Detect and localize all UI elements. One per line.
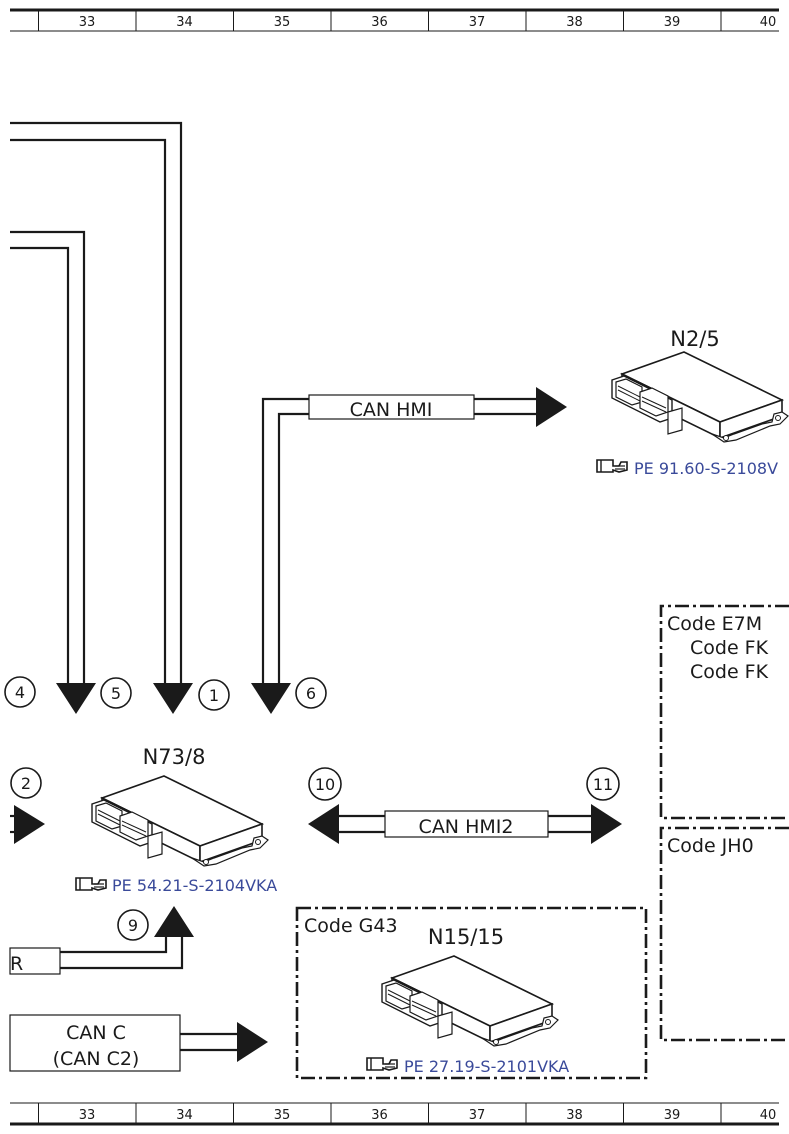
n15-15-module-icon [381, 955, 559, 1047]
marker-4: 4 [4, 676, 36, 708]
arrow-right-2 [14, 805, 45, 844]
ruler-top-33: 33 [79, 15, 96, 30]
can-hmi2-box [384, 810, 549, 838]
r-box [9, 947, 61, 975]
svg-text:5: 5 [111, 684, 121, 703]
n2-5-ref-hand-icon [596, 459, 628, 473]
can-c-wire [180, 1032, 240, 1052]
can-hmi-wire [261, 397, 538, 686]
n15-15-reference[interactable]: PE 27.19-S-2101VKA [404, 1057, 569, 1076]
bottom-ruler: 33 34 35 36 37 38 39 40 [10, 1102, 779, 1126]
r-wire [60, 934, 184, 970]
marker-5: 5 [100, 677, 132, 709]
can-c-label-line2: (CAN C2) [53, 1048, 140, 1070]
svg-text:9: 9 [128, 916, 138, 935]
ruler-top-38: 38 [566, 15, 583, 30]
code-jh0-frame [659, 826, 789, 1042]
can-hmi2-label: CAN HMI2 [419, 816, 514, 838]
code-fk-label-2: Code FK [690, 661, 769, 683]
ruler-bottom-34: 34 [176, 1108, 193, 1123]
svg-text:11: 11 [593, 775, 613, 794]
svg-text:6: 6 [306, 684, 316, 703]
arrow-right-n2-5 [536, 387, 567, 427]
code-e7m-label: Code E7M [667, 613, 762, 635]
code-g43-label: Code G43 [304, 915, 398, 937]
r-label: R [10, 953, 23, 975]
marker-11: 11 [586, 767, 620, 801]
ruler-bottom-39: 39 [664, 1108, 681, 1123]
n2-5-module-icon [611, 351, 789, 443]
ruler-bottom-33: 33 [79, 1108, 96, 1123]
ruler-bottom-37: 37 [469, 1108, 486, 1123]
n15-15-ref-hand-icon [366, 1057, 398, 1071]
marker-6: 6 [295, 677, 327, 709]
arrow-right-11 [591, 804, 622, 844]
wire-bundle-top [10, 121, 183, 686]
can-hmi-box [308, 394, 475, 420]
ruler-top-36: 36 [371, 15, 388, 30]
arrow-down-1 [153, 683, 193, 714]
svg-text:10: 10 [315, 775, 335, 794]
ruler-top-40: 40 [760, 15, 777, 30]
ruler-bottom-35: 35 [274, 1108, 291, 1123]
arrow-down-6 [251, 683, 291, 714]
can-hmi-label: CAN HMI [350, 399, 433, 421]
can-hmi2-wire [337, 814, 594, 834]
arrow-down-5 [56, 683, 96, 714]
svg-text:1: 1 [209, 686, 219, 705]
code-e7m-frame [659, 604, 789, 820]
n73-8-label: N73/8 [143, 745, 206, 769]
n2-5-reference[interactable]: PE 91.60-S-2108V [634, 459, 778, 478]
top-ruler: 33 34 35 36 37 38 39 40 [10, 8, 779, 32]
marker-10: 10 [308, 767, 342, 801]
marker-2: 2 [10, 767, 42, 799]
code-g43-frame [295, 906, 648, 1080]
ruler-top-39: 39 [664, 15, 681, 30]
svg-text:4: 4 [15, 683, 25, 702]
ruler-top-37: 37 [469, 15, 486, 30]
code-fk-label-1: Code FK [690, 637, 769, 659]
can-c-label-line1: CAN C [66, 1022, 126, 1044]
n73-8-reference[interactable]: PE 54.21-S-2104VKA [112, 876, 277, 895]
arrow-up-9 [154, 906, 194, 937]
ruler-top-34: 34 [176, 15, 193, 30]
arrow-left-10 [308, 804, 339, 844]
ruler-bottom-36: 36 [371, 1108, 388, 1123]
arrow-right-can-c [237, 1022, 268, 1062]
ruler-bottom-38: 38 [566, 1108, 583, 1123]
svg-text:2: 2 [21, 774, 31, 793]
n15-15-label: N15/15 [428, 925, 504, 949]
ruler-bottom-40: 40 [760, 1108, 777, 1123]
marker-9: 9 [117, 909, 149, 941]
code-jh0-label: Code JH0 [667, 835, 754, 857]
can-c-box [9, 1014, 181, 1072]
marker-1: 1 [198, 679, 230, 711]
n73-8-ref-hand-icon [75, 877, 107, 891]
ruler-top-35: 35 [274, 15, 291, 30]
n2-5-label: N2/5 [670, 327, 720, 351]
n73-8-module-icon [91, 775, 269, 867]
